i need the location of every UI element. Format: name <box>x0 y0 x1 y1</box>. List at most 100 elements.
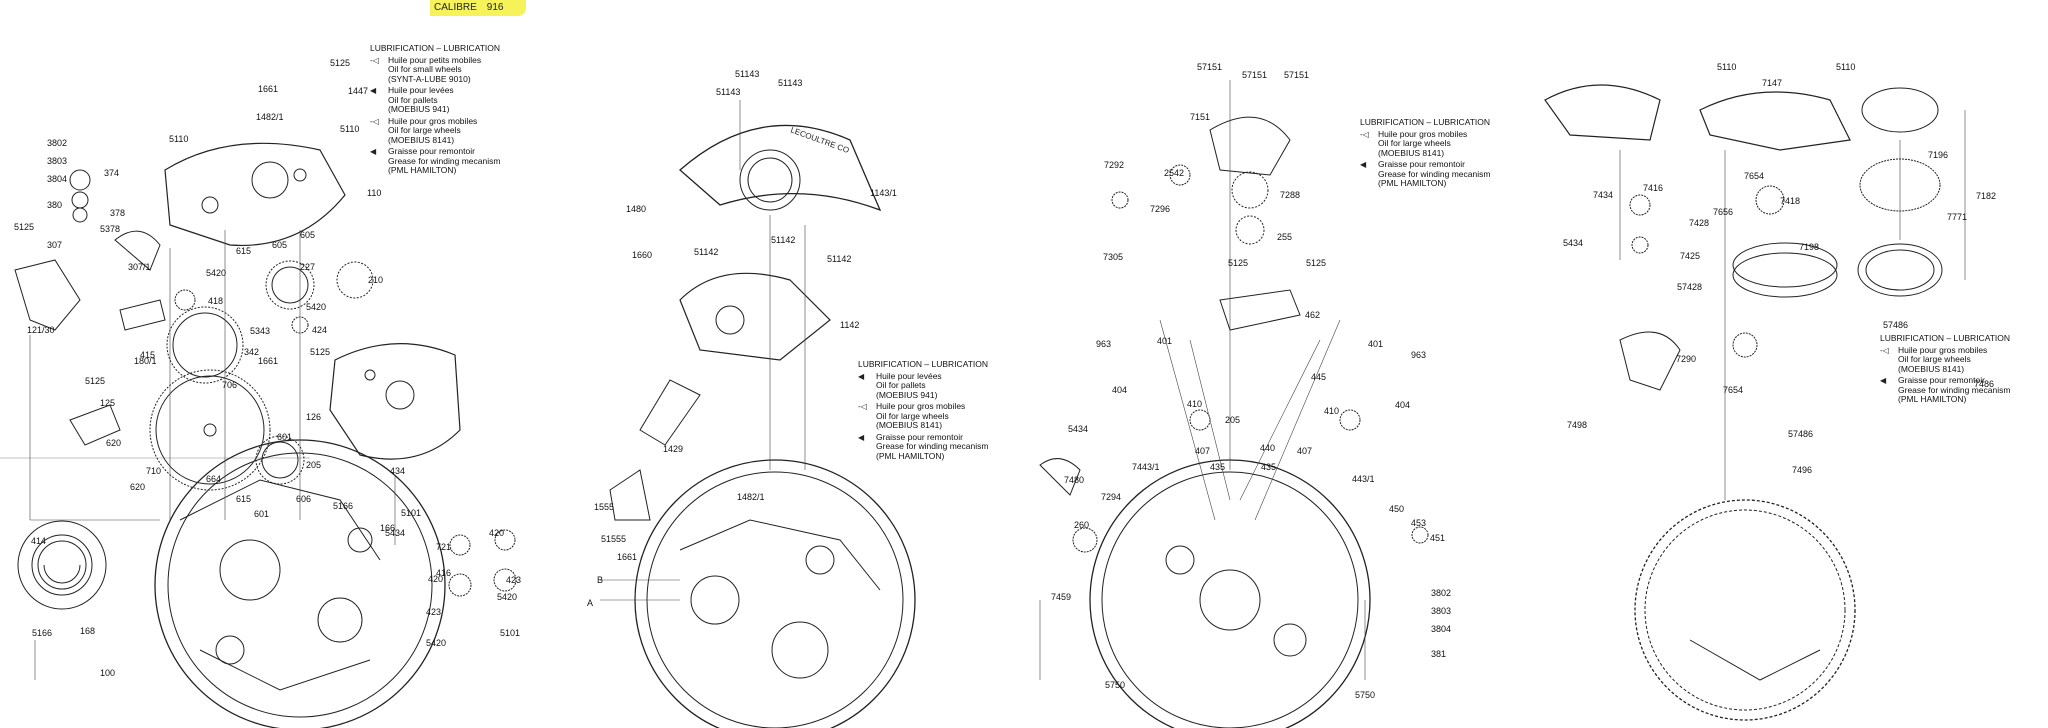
part-number-label: 710 <box>146 466 162 476</box>
part-number-label: 606 <box>296 494 312 504</box>
lubrication-panel-3: LUBRIFICATION – LUBRICATION-◁Huile pour … <box>1360 117 1490 191</box>
part-number-label: 7416 <box>1643 183 1664 193</box>
lubrication-line: Oil for large wheels <box>1378 138 1451 148</box>
part-number-label: 5166 <box>32 628 53 638</box>
oil-symbol-icon: ◀ <box>370 147 377 156</box>
part-number-label: 166 <box>380 523 396 533</box>
part-number-label: 110 <box>367 188 382 198</box>
part-number-label: 7486 <box>1974 379 1995 389</box>
part-number-label: 210 <box>368 275 384 285</box>
part-number-label: 5110 <box>1717 62 1737 72</box>
part-number-label: 462 <box>1305 310 1321 320</box>
lubrication-line: Grease for winding mecanism <box>388 155 501 166</box>
part-number-label: 307 <box>47 240 63 250</box>
part-number-label: 121/30 <box>27 325 55 335</box>
part-number-label: 374 <box>104 168 120 178</box>
lubrication-line: Grease for winding mecanism <box>1898 384 2011 395</box>
part-number-label: 423 <box>506 575 522 585</box>
part-number-label: 7459 <box>1051 592 1072 602</box>
part-number-label: 440 <box>1260 443 1276 453</box>
part-number-label: 1660 <box>632 250 653 260</box>
lubrication-line: (SYNT-A-LUBE 9010) <box>388 73 471 84</box>
lubrication-line: (PML HAMILTON) <box>1378 178 1447 188</box>
part-number-label: 7296 <box>1150 204 1171 214</box>
lubrication-title: LUBRIFICATION – LUBRICATION <box>1880 333 2011 343</box>
lubrication-line: Huile pour gros mobiles <box>1898 344 1988 355</box>
part-number-label: 7196 <box>1928 150 1949 160</box>
lubrication-line: Graisse pour remontoir <box>1898 375 1985 385</box>
lubrication-line: Oil for large wheels <box>1898 354 1971 364</box>
panel4-plate <box>1634 499 1856 721</box>
lubrication-panel-2: LUBRIFICATION – LUBRICATION◀Huile pour l… <box>858 359 988 463</box>
lubrication-line: Huile pour gros mobiles <box>876 401 966 411</box>
part-number-label: 5420 <box>426 638 447 648</box>
part-number-label: 1661 <box>258 356 279 366</box>
part-number-label: 168 <box>80 626 96 636</box>
part-number-label: 7428 <box>1689 218 1710 228</box>
part-number-label: 1555 <box>594 502 615 512</box>
part-number-label: 57428 <box>1677 282 1703 292</box>
part-number-label: 424 <box>312 325 328 335</box>
part-number-label: 3804 <box>47 174 68 184</box>
part-number-label: 3804 <box>1431 624 1452 634</box>
panel1-bridge-top <box>164 142 346 247</box>
part-number-label: 443/1 <box>1352 474 1375 484</box>
panel3-plate <box>1089 459 1371 728</box>
panel4-bridges <box>1544 84 1851 391</box>
panel4-barrel <box>1732 87 1943 298</box>
part-number-label: 963 <box>1096 339 1112 349</box>
part-number-label: 1429 <box>663 444 684 454</box>
part-number-label: 7294 <box>1101 492 1122 502</box>
part-number-label: 378 <box>110 208 126 218</box>
lubrication-line: (MOEBIUS 8141) <box>388 134 455 145</box>
part-number-label: 7434 <box>1593 190 1614 200</box>
calibre-number: 916 <box>486 2 504 13</box>
part-number-label: 445 <box>1311 372 1327 382</box>
part-number-label: 51142 <box>827 254 852 264</box>
part-number-label: 51142 <box>694 247 719 257</box>
lubrication-title: LUBRIFICATION – LUBRICATION <box>370 43 501 53</box>
part-number-label: 51555 <box>601 534 627 544</box>
part-number-label: 205 <box>306 460 322 470</box>
part-number-label: 5420 <box>206 268 227 278</box>
part-number-label: 260 <box>1074 520 1090 530</box>
part-number-label: 5125 <box>14 222 35 232</box>
part-number-label: 615 <box>236 246 252 256</box>
oil-symbol-icon: -◁ <box>370 55 379 65</box>
calibre-label: CALIBRE <box>434 2 477 13</box>
lubrication-line: (MOEBIUS 941) <box>876 389 938 400</box>
part-number-label: 7480 <box>1064 475 1085 485</box>
part-number-label: 7198 <box>1799 242 1820 252</box>
oil-symbol-icon: ◀ <box>858 432 865 442</box>
part-number-label: 407 <box>1297 446 1313 456</box>
lubrication-line: (PML HAMILTON) <box>388 165 457 175</box>
part-number-label: 342 <box>244 347 260 357</box>
part-number-label: 605 <box>272 240 288 250</box>
oil-symbol-icon: -◁ <box>1880 345 1889 355</box>
panel1-leader-lines <box>29 230 396 680</box>
lubrication-line: Huile pour levées <box>388 85 454 95</box>
part-number-label: 7151 <box>1190 112 1211 122</box>
lubrication-line: Oil for pallets <box>876 380 926 390</box>
lubrication-panel-4: LUBRIFICATION – LUBRICATION -◁ Huile pour … <box>1880 333 2011 407</box>
lubrication-line: Graisse pour remontoir <box>388 146 475 156</box>
part-number-label: 706 <box>222 380 238 390</box>
oil-symbol-icon: -◁ <box>1360 129 1369 139</box>
part-number-label: 451 <box>1430 533 1446 543</box>
panel1-wheels <box>17 260 517 610</box>
part-number-label: 420 <box>489 528 505 538</box>
part-number-label: 3802 <box>1431 588 1452 598</box>
part-number-label: 404 <box>1395 400 1411 410</box>
part-number-label: 5750 <box>1105 680 1126 690</box>
part-number-label: 601 <box>254 509 270 519</box>
part-number-label: 5434 <box>385 528 406 538</box>
oil-symbol-icon: ◀ <box>858 371 865 381</box>
part-number-label: 57486 <box>1883 320 1909 330</box>
part-number-label: 410 <box>1324 406 1340 416</box>
part-number-label: B <box>597 575 604 585</box>
